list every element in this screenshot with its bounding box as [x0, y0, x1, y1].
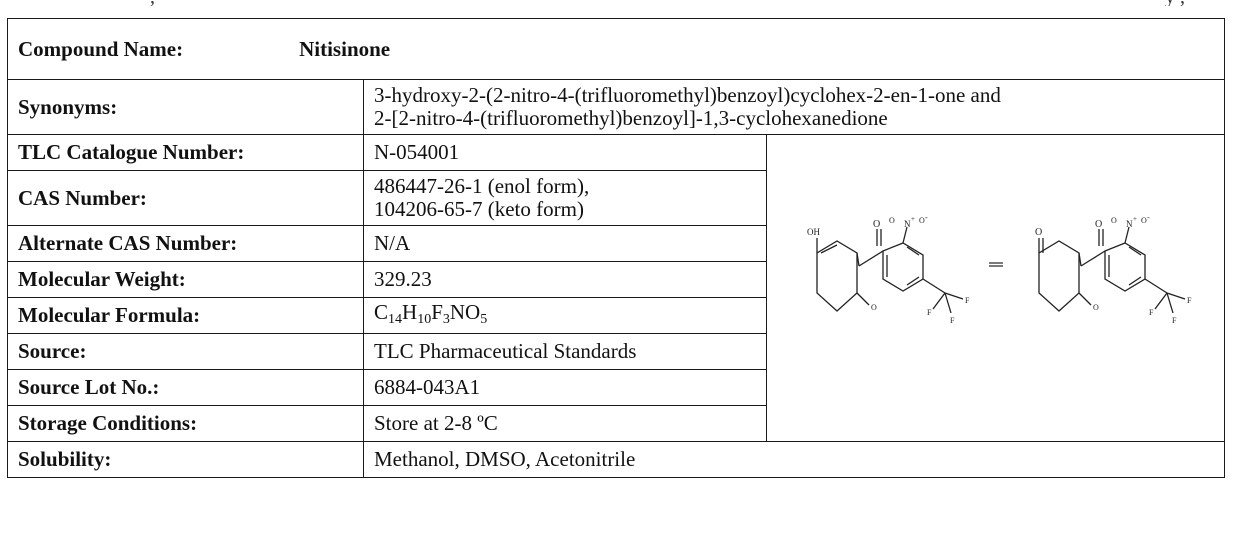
row-storage-conditions: Storage Conditions: Store at 2-8 ºC	[7, 405, 1225, 442]
enol-nitro-o1-label: O	[889, 216, 895, 225]
enol-carbonyl-o-label: O	[873, 219, 880, 230]
molecular-weight-label: Molecular Weight:	[7, 261, 364, 298]
enol-f2-label: F	[965, 296, 970, 305]
row-molecular-weight: Molecular Weight: 329.23	[7, 261, 1225, 298]
keto-f3-label: F	[1172, 316, 1177, 325]
enol-form-bonds	[816, 226, 964, 314]
row-source: Source: TLC Pharmaceutical Standards	[7, 333, 1225, 370]
enol-oh-label: OH	[807, 227, 820, 237]
catalogue-number-value: N-054001	[363, 134, 767, 171]
alternate-cas-label: Alternate CAS Number:	[7, 225, 364, 262]
cropped-header-text: ,y ,	[0, 0, 1237, 6]
enol-nitro-o2-label: O	[919, 216, 925, 225]
solubility-label: Solubility:	[7, 441, 364, 478]
source-lot-label: Source Lot No.:	[7, 369, 364, 406]
storage-conditions-label: Storage Conditions:	[7, 405, 364, 442]
storage-conditions-value: Store at 2-8 ºC	[363, 405, 767, 442]
keto-nitro-n-label: N	[1126, 219, 1133, 229]
cas-keto: 104206-65-7 (keto form)	[374, 197, 584, 221]
source-value: TLC Pharmaceutical Standards	[363, 333, 767, 370]
compound-name-value: Nitisinone	[299, 36, 391, 61]
molecular-formula-value: C14H10F3NO5	[363, 297, 767, 334]
row-synonyms: Synonyms: 3-hydroxy-2-(2-nitro-4-(triflu…	[7, 79, 1226, 135]
row-alternate-cas: Alternate CAS Number: N/A	[7, 225, 1225, 262]
enol-f1-label: F	[927, 308, 932, 317]
alternate-cas-value: N/A	[363, 225, 767, 262]
solubility-value: Methanol, DMSO, Acetonitrile	[362, 441, 1226, 478]
row-catalogue-number: TLC Catalogue Number: N-054001	[7, 134, 1226, 442]
enol-f3-label: F	[950, 316, 955, 325]
row-source-lot: Source Lot No.: 6884-043A1	[7, 369, 1225, 406]
keto-o2-label: O	[1093, 303, 1099, 312]
source-lot-value: 6884-043A1	[363, 369, 767, 406]
compound-name-label: Compound Name:	[18, 36, 184, 61]
tautomer-arrow	[989, 262, 1003, 267]
catalogue-number-label: TLC Catalogue Number:	[7, 134, 364, 171]
cas-number-label: CAS Number:	[7, 170, 364, 226]
row-solubility: Solubility: Methanol, DMSO, Acetonitrile	[7, 441, 1226, 478]
row-compound-name: Compound Name: Nitisinone	[6, 18, 1226, 80]
keto-carbonyl-o-label: O	[1095, 219, 1102, 230]
keto-nitro-plus-label: +	[1133, 215, 1137, 223]
keto-f2-label: F	[1187, 296, 1192, 305]
enol-nitro-minus-label: -	[925, 213, 928, 222]
keto-form-bonds	[1038, 226, 1186, 314]
compound-name-cell: Compound Name: Nitisinone	[6, 18, 1226, 80]
synonym-2: 2-[2-nitro-4-(trifluoromethyl)benzoyl]-1…	[374, 106, 888, 130]
keto-o1-label: O	[1035, 227, 1042, 238]
keto-nitro-o2-label: O	[1141, 216, 1147, 225]
compound-info-table: Compound Name: Nitisinone Synonyms: 3-hyd…	[6, 18, 1226, 478]
synonyms-label: Synonyms:	[7, 79, 364, 135]
row-molecular-formula: Molecular Formula: C14H10F3NO5	[7, 297, 1225, 334]
enol-nitro-n-label: N	[904, 219, 911, 229]
row-cas-number: CAS Number: 486447-26-1 (enol form), 104…	[7, 170, 1225, 226]
cas-enol: 486447-26-1 (enol form),	[374, 174, 590, 198]
synonyms-value: 3-hydroxy-2-(2-nitro-4-(trifluoromethyl)…	[362, 79, 1226, 135]
molecular-weight-value: 329.23	[363, 261, 767, 298]
structure-cell: OH O O O N + O - F F F	[765, 134, 1226, 442]
keto-nitro-o1-label: O	[1111, 216, 1117, 225]
keto-f1-label: F	[1149, 308, 1154, 317]
source-label: Source:	[7, 333, 364, 370]
synonym-1: 3-hydroxy-2-(2-nitro-4-(trifluoromethyl)…	[374, 83, 1001, 107]
enol-nitro-plus-label: +	[911, 215, 915, 223]
cas-number-value: 486447-26-1 (enol form), 104206-65-7 (ke…	[363, 170, 767, 226]
nitisinone-tautomer-structure: OH O O O N + O - F F F	[807, 213, 1192, 325]
molecular-formula-label: Molecular Formula:	[7, 297, 364, 334]
enol-ring-o-label: O	[871, 303, 877, 312]
keto-nitro-minus-label: -	[1147, 213, 1150, 222]
